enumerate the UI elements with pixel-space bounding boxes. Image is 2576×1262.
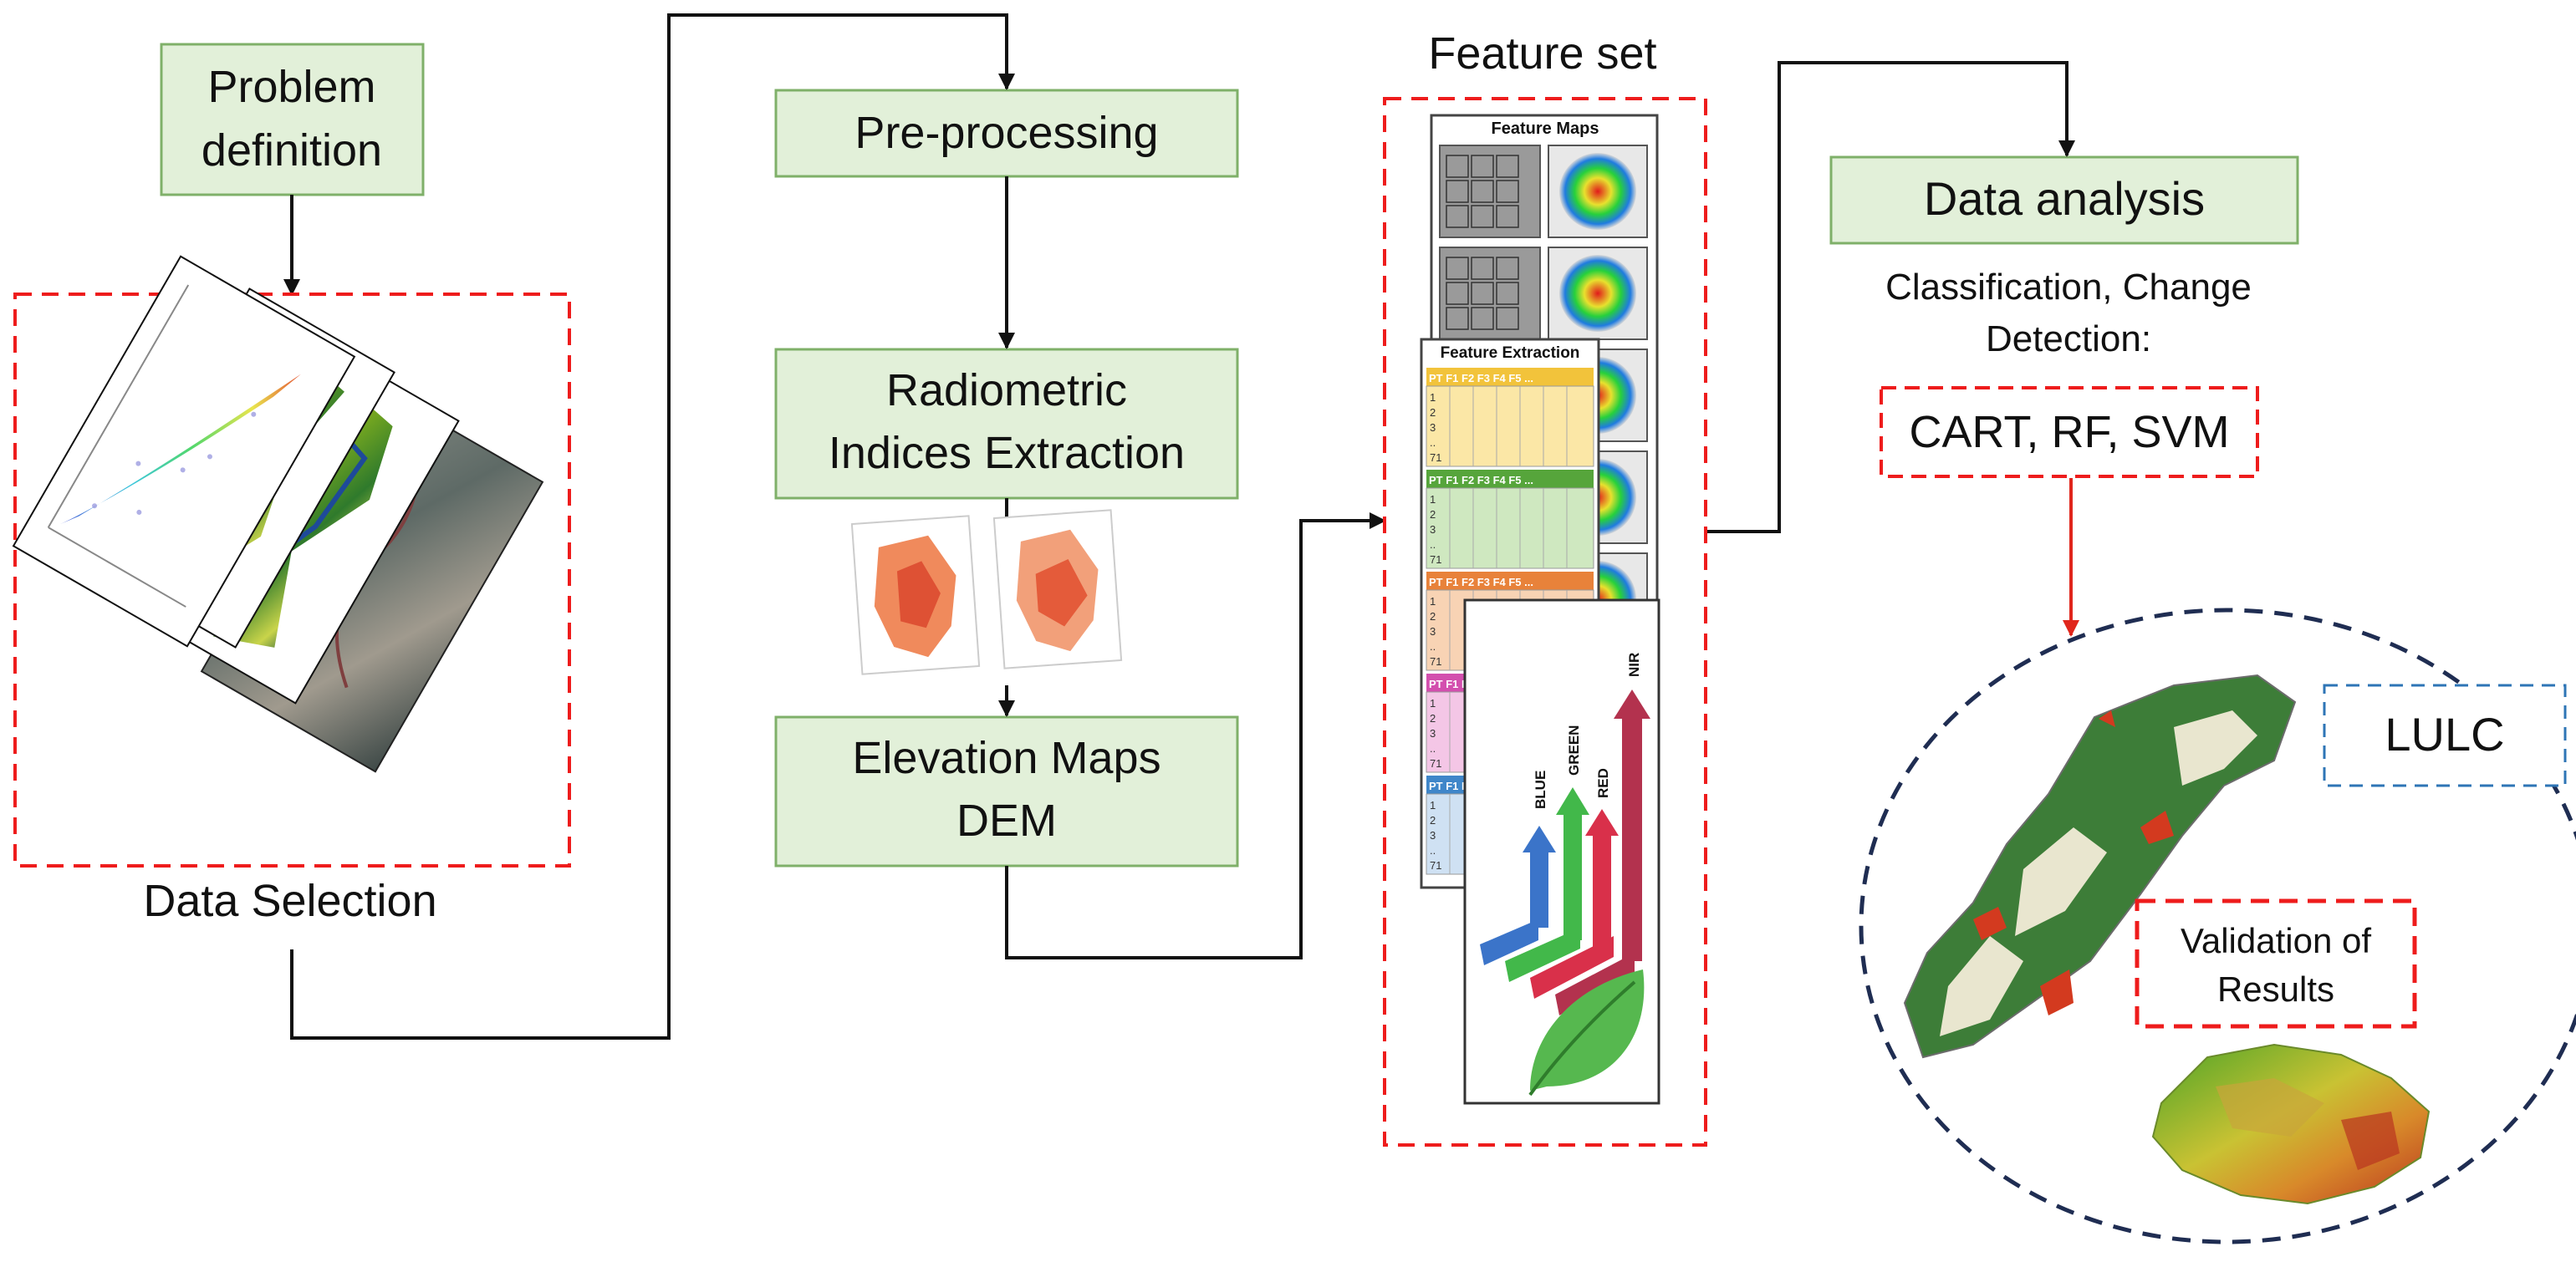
algorithms-box: CART, RF, SVM bbox=[1880, 386, 2259, 478]
feature-table-row-label: 71 bbox=[1430, 655, 1441, 668]
problem-definition-line2: definition bbox=[201, 125, 382, 176]
feature-table-row-label: 2 bbox=[1430, 814, 1436, 827]
feature-table-row-label: 3 bbox=[1430, 523, 1436, 536]
radiometric-step: Radiometric Indices Extraction bbox=[774, 348, 1239, 500]
data-analysis-label: Data analysis bbox=[1924, 172, 2205, 225]
band-label-blue: BLUE bbox=[1533, 771, 1548, 809]
feature-table-row-label: 71 bbox=[1430, 553, 1441, 566]
elevation-line1: Elevation Maps bbox=[852, 733, 1160, 783]
feature-table-row-label: .. bbox=[1430, 742, 1436, 755]
feature-map-row bbox=[1439, 247, 1648, 340]
elevation-step: Elevation Maps DEM bbox=[774, 715, 1239, 868]
preprocessing-step: Pre-processing bbox=[774, 89, 1239, 178]
feature-table-row-label: 2 bbox=[1430, 406, 1436, 419]
lulc-map-illustration bbox=[1903, 674, 2297, 1059]
preprocessing-label: Pre-processing bbox=[854, 108, 1158, 158]
data-analysis-step: Data analysis bbox=[1829, 155, 2299, 245]
feature-table-row-label: 71 bbox=[1430, 859, 1441, 872]
validation-map-illustration bbox=[2151, 1043, 2431, 1205]
feature-table-header: PT F1 F2 F3 F4 F5 ... bbox=[1429, 372, 1533, 384]
feature-set-label: Feature set bbox=[1428, 28, 1656, 79]
analysis-subtitle-line2: Detection: bbox=[1986, 318, 2151, 359]
spectral-bands-card: BLUE GREEN RED NIR bbox=[1463, 598, 1660, 1105]
feature-table-row-label: 71 bbox=[1430, 757, 1441, 770]
lulc-box: LULC bbox=[2323, 684, 2567, 787]
feature-table: PT F1 F2 F3 F4 F5 ... 1 2 3.. 71 bbox=[1426, 368, 1594, 467]
feature-table-row-label: 3 bbox=[1430, 829, 1436, 842]
validation-box: Validation of Results bbox=[2135, 898, 2417, 1029]
feature-table: PT F1 F2 F3 F4 F5 ... 1 2 3.. 71 bbox=[1426, 470, 1594, 569]
lulc-results-circle bbox=[1859, 608, 2576, 1244]
feature-table-row-label: 2 bbox=[1430, 712, 1436, 725]
elevation-line2: DEM bbox=[956, 796, 1057, 846]
feature-table-row-label: 3 bbox=[1430, 727, 1436, 740]
problem-definition-step: Problem definition bbox=[160, 43, 425, 196]
validation-line1: Validation of bbox=[2181, 921, 2371, 960]
band-label-red: RED bbox=[1595, 768, 1611, 798]
feature-table-row-label: 71 bbox=[1430, 451, 1441, 464]
leaf-icon bbox=[1528, 969, 1645, 1097]
feature-table-row-label: 1 bbox=[1430, 697, 1436, 710]
feature-table-header: PT F1 F2 F3 F4 F5 ... bbox=[1429, 576, 1533, 588]
validation-line2: Results bbox=[2217, 969, 2334, 1009]
feature-table-row-label: .. bbox=[1430, 436, 1436, 449]
feature-table-row-label: 2 bbox=[1430, 610, 1436, 623]
feature-table-row-label: .. bbox=[1430, 538, 1436, 551]
band-label-green: GREEN bbox=[1566, 725, 1582, 776]
feature-extraction-title: Feature Extraction bbox=[1441, 344, 1580, 362]
feature-table-row-label: 1 bbox=[1430, 799, 1436, 812]
feature-table-row-label: 3 bbox=[1430, 421, 1436, 434]
feature-table-row-label: 1 bbox=[1430, 595, 1436, 608]
data-selection-label: Data Selection bbox=[143, 876, 436, 926]
feature-table-row-label: 3 bbox=[1430, 625, 1436, 638]
feature-table-row-label: .. bbox=[1430, 640, 1436, 653]
feature-set-frame bbox=[1383, 97, 1707, 1147]
data-stack-illustration bbox=[12, 255, 544, 773]
feature-table-row-label: .. bbox=[1430, 844, 1436, 857]
feature-maps-title: Feature Maps bbox=[1492, 120, 1599, 138]
feature-table-row-label: 1 bbox=[1430, 493, 1436, 506]
problem-definition-line1: Problem bbox=[207, 62, 375, 112]
lulc-label: LULC bbox=[2385, 708, 2504, 761]
data-selection-frame bbox=[13, 293, 571, 868]
arrow-data-to-preprocessing bbox=[290, 13, 1015, 1040]
feature-table-header: PT F1 F2 F3 F4 F5 ... bbox=[1429, 474, 1533, 486]
radiometric-line2: Indices Extraction bbox=[829, 428, 1185, 478]
radiometric-maps-illustration bbox=[850, 509, 1123, 675]
feature-table-row-label: 2 bbox=[1430, 508, 1436, 521]
connectors bbox=[283, 13, 2075, 1040]
band-arrows bbox=[1480, 690, 1650, 1015]
feature-table-row-label: 1 bbox=[1430, 391, 1436, 404]
arrow-elevation-to-features bbox=[1005, 512, 1386, 959]
algorithms-label: CART, RF, SVM bbox=[1909, 407, 2229, 457]
arrow-features-to-analysis bbox=[1706, 61, 2075, 533]
feature-map-row bbox=[1439, 145, 1648, 238]
radiometric-line1: Radiometric bbox=[886, 365, 1127, 415]
analysis-subtitle-line1: Classification, Change bbox=[1885, 267, 2252, 308]
band-label-nir: NIR bbox=[1626, 653, 1642, 677]
